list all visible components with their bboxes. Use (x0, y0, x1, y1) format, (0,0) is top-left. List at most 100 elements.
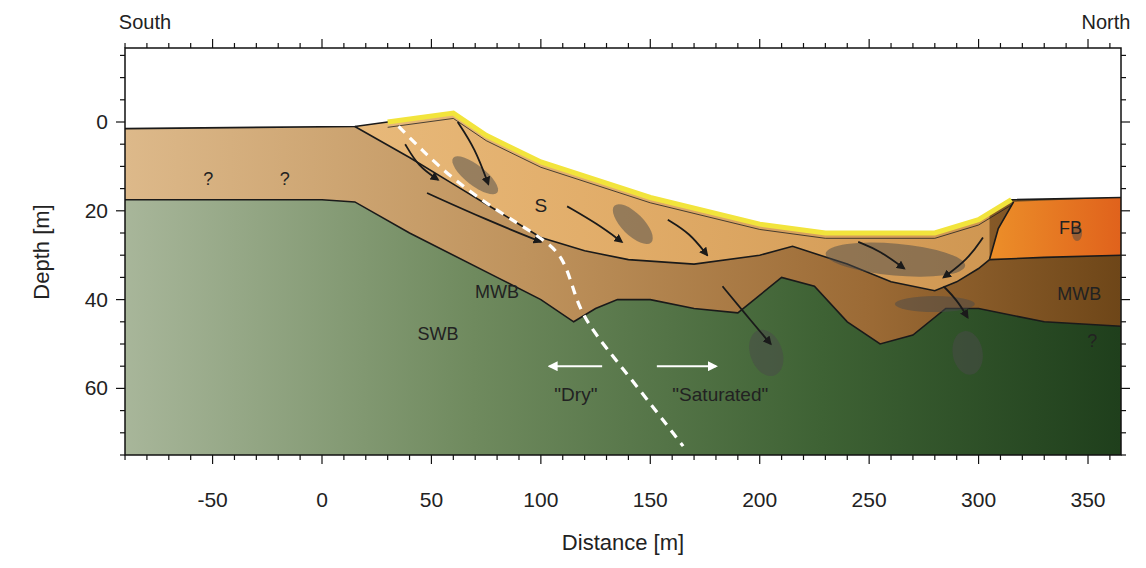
axis-tick (584, 43, 585, 48)
axis-tick (1044, 455, 1045, 460)
axis-tick (120, 232, 125, 233)
axis-tick (343, 455, 344, 460)
axis-tick (120, 343, 125, 344)
axis-tick (278, 43, 279, 48)
axis-tick (212, 455, 213, 464)
axis-tick (584, 455, 585, 460)
flow-arrow (668, 220, 707, 256)
axis-tick (1121, 188, 1126, 189)
axis-tick (321, 39, 322, 48)
axis-tick (1066, 43, 1067, 48)
plot-frame (125, 48, 1121, 455)
axis-tick (912, 43, 913, 48)
axis-tick (1087, 455, 1088, 464)
axis-tick (190, 43, 191, 48)
axis-tick (234, 455, 235, 460)
axis-tick (387, 455, 388, 460)
flow-arrow (858, 242, 904, 269)
axis-tick (693, 455, 694, 460)
axis-tick (120, 366, 125, 367)
axis-tick (120, 77, 125, 78)
axis-tick (124, 43, 125, 48)
axis-tick (431, 39, 432, 48)
axis-tick (120, 255, 125, 256)
axis-tick (956, 455, 957, 460)
axis-tick (1121, 432, 1126, 433)
axis-tick (431, 455, 432, 464)
axis-tick (116, 121, 125, 122)
flow-arrow (944, 237, 983, 277)
axis-tick (1121, 166, 1126, 167)
axis-tick (300, 455, 301, 460)
axis-tick (1000, 43, 1001, 48)
axis-tick (1121, 77, 1126, 78)
axis-tick (781, 455, 782, 460)
tick-label: -50 (197, 488, 227, 511)
axis-tick (190, 455, 191, 460)
axis-tick (978, 455, 979, 464)
layer-boundary (990, 255, 1121, 259)
axis-tick (496, 455, 497, 460)
wet-zone (447, 150, 503, 200)
axis-tick (1121, 366, 1126, 367)
axis-tick (869, 455, 870, 464)
layer-boundary (355, 126, 990, 290)
axis-tick (1022, 43, 1023, 48)
axis-tick (934, 43, 935, 48)
axis-tick (146, 43, 147, 48)
axis-tick (168, 455, 169, 460)
flow-arrow (567, 206, 622, 242)
axis-tick (475, 43, 476, 48)
axis-tick (759, 455, 760, 464)
wet-zone (949, 329, 986, 378)
axis-tick (120, 166, 125, 167)
axis-tick (715, 455, 716, 460)
tick-label: 0 (316, 488, 328, 511)
layer-label: MWB (1057, 285, 1101, 305)
axis-tick (759, 39, 760, 48)
axis-tick (825, 43, 826, 48)
direction-arrow (550, 365, 603, 367)
axis-tick (1121, 299, 1130, 300)
axis-tick (540, 39, 541, 48)
wet-zone (824, 238, 966, 282)
layer-label: S (535, 196, 548, 217)
axis-tick (1121, 55, 1126, 56)
axis-tick (1121, 232, 1126, 233)
axis-tick (628, 455, 629, 460)
axis-tick (120, 454, 125, 455)
axis-tick (120, 144, 125, 145)
axis-tick (606, 43, 607, 48)
axis-tick (120, 410, 125, 411)
axis-tick (540, 455, 541, 464)
zone-label: "Dry" (554, 385, 597, 406)
axis-tick (934, 455, 935, 460)
axis-tick (300, 43, 301, 48)
axis-tick (737, 455, 738, 460)
uncertain-mark: ? (1087, 332, 1097, 352)
axis-tick (650, 455, 651, 464)
axis-tick (321, 455, 322, 464)
axis-tick (1109, 455, 1110, 460)
axis-tick (1121, 121, 1130, 122)
axis-tick (365, 43, 366, 48)
tick-label: 100 (523, 488, 558, 511)
axis-tick (343, 43, 344, 48)
tick-label: 350 (1070, 488, 1105, 511)
tick-label: 150 (633, 488, 668, 511)
tick-label: 250 (852, 488, 887, 511)
axis-tick (781, 43, 782, 48)
tick-label: 0 (96, 110, 108, 133)
layer-label: MWB (475, 283, 519, 303)
axis-tick (365, 455, 366, 460)
axis-tick (496, 43, 497, 48)
zone-label: "Saturated" (672, 385, 768, 406)
tick-label: 200 (742, 488, 777, 511)
axis-tick (116, 210, 125, 211)
axis-tick (1109, 43, 1110, 48)
axis-tick (869, 39, 870, 48)
axis-tick (256, 43, 257, 48)
flow-arrow (458, 122, 489, 184)
